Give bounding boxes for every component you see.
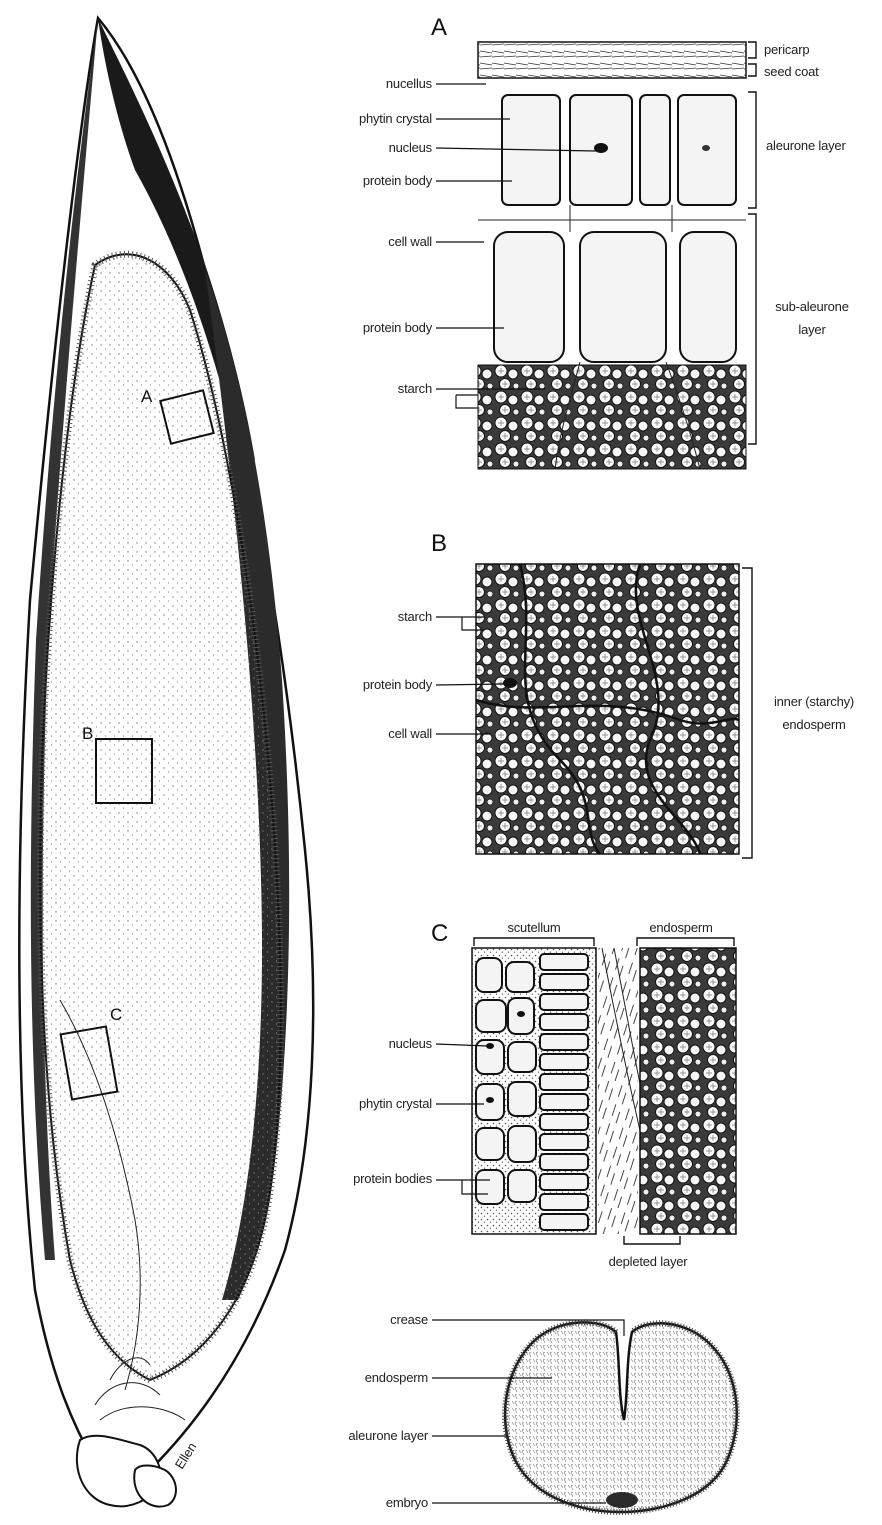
panel-c: C scutellum endosperm	[353, 920, 736, 1269]
label-a-protein-body: protein body	[363, 173, 433, 188]
label-x-aleurone-layer: aleurone layer	[348, 1428, 428, 1443]
kernel-cross-section: crease endosperm aleurone layer embryo	[348, 1312, 736, 1512]
panel-a-starch-zone	[478, 365, 746, 469]
label-b-inner-starchy: inner (starchy)	[774, 694, 854, 709]
label-b-endosperm: endosperm	[782, 717, 845, 732]
sub-aleurone-cell-2	[580, 232, 666, 362]
label-c-scutellum: scutellum	[507, 920, 560, 935]
label-c-phytin-crystal: phytin crystal	[359, 1096, 432, 1111]
bracket-c-depleted-layer	[624, 1236, 680, 1244]
label-a-pericarp: pericarp	[764, 42, 809, 57]
sub-aleurone-cell-3	[680, 232, 736, 362]
bracket-a-aleurone	[748, 92, 756, 208]
panel-c-letter: C	[431, 920, 448, 947]
label-a-aleurone-layer: aleurone layer	[766, 138, 846, 153]
panel-b-starch-tissue	[476, 564, 739, 854]
aleurone-nucleus-2	[702, 145, 710, 151]
panel-a: A nucellus phytin crystal nucleus protei…	[359, 14, 849, 469]
bracket-a-sub-aleurone	[748, 214, 756, 444]
label-a-sub-aleurone-layer: layer	[798, 322, 826, 337]
panel-c-depleted-layer	[598, 948, 638, 1234]
bracket-a-seed-coat	[748, 64, 756, 76]
aleurone-nucleus	[594, 143, 608, 153]
label-c-protein-bodies: protein bodies	[353, 1171, 433, 1186]
label-a-cell-wall: cell wall	[388, 234, 432, 249]
label-a-protein-body-2: protein body	[363, 320, 433, 335]
label-b-cell-wall: cell wall	[388, 726, 432, 741]
cross-section-outline	[505, 1322, 737, 1512]
label-a-nucleus: nucleus	[389, 140, 433, 155]
label-a-seed-coat: seed coat	[764, 64, 819, 79]
label-a-starch: starch	[398, 381, 432, 396]
label-x-embryo: embryo	[386, 1495, 428, 1510]
sample-box-b-label: B	[82, 724, 93, 743]
panel-b: B starch protein body cell wall inner (s…	[363, 530, 854, 858]
panel-b-letter: B	[431, 530, 447, 557]
label-c-endosperm: endosperm	[649, 920, 712, 935]
sample-box-c-label: C	[110, 1005, 122, 1024]
panel-c-endosperm-tissue	[640, 948, 736, 1234]
cross-section-embryo	[606, 1492, 638, 1508]
label-x-crease: crease	[390, 1312, 428, 1327]
panel-b-protein-body	[503, 678, 517, 688]
kernel-longitudinal-section: Ellen A B C	[19, 18, 313, 1507]
label-c-depleted-layer: depleted layer	[609, 1254, 689, 1269]
aleurone-cell-3	[640, 95, 670, 205]
sub-aleurone-cell-1	[494, 232, 564, 362]
label-c-nucleus: nucleus	[389, 1036, 433, 1051]
label-a-sub-aleurone: sub-aleurone	[775, 299, 849, 314]
label-x-endosperm: endosperm	[365, 1370, 428, 1385]
label-a-phytin-crystal: phytin crystal	[359, 111, 432, 126]
bracket-c-scutellum	[474, 938, 594, 946]
bracket-a-pericarp	[748, 42, 756, 58]
artist-signature: Ellen	[172, 1440, 200, 1472]
panel-a-pericarp-band	[478, 42, 746, 78]
panel-a-letter: A	[431, 14, 447, 41]
label-b-protein-body: protein body	[363, 677, 433, 692]
label-b-starch: starch	[398, 609, 432, 624]
bracket-b-endosperm	[742, 568, 752, 858]
bracket-c-endosperm	[637, 938, 734, 946]
label-a-nucellus: nucellus	[386, 76, 433, 91]
sample-box-a-label: A	[141, 387, 153, 406]
